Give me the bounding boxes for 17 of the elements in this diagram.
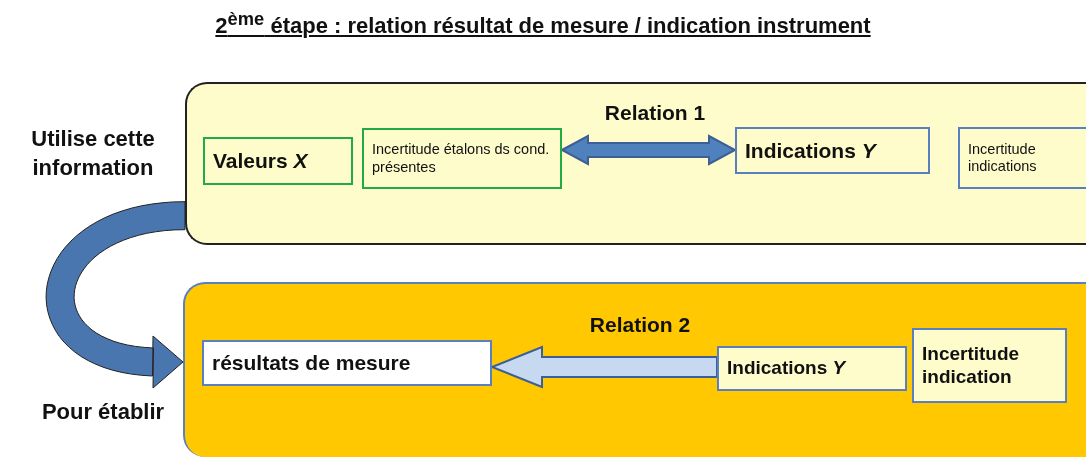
diagram-title: 2$^{ème}$ étape : relation résultat de mesure / indication instrument bbox=[214, 8, 872, 40]
edge-label: Relation 1 bbox=[603, 101, 707, 125]
panel-background bbox=[185, 82, 1086, 245]
arrow bbox=[45, 201, 186, 389]
double-arrow bbox=[559, 134, 738, 166]
text-box: Valeurs X bbox=[203, 137, 353, 185]
edge-label: Relation 2 bbox=[588, 313, 692, 337]
text-box: Indications Y bbox=[717, 346, 907, 391]
arrow bbox=[489, 345, 718, 389]
text-box: Indications Y bbox=[735, 127, 930, 174]
panel-background bbox=[183, 282, 1086, 457]
side-label: Pour établir bbox=[40, 398, 166, 426]
text-box: Incertitude indication bbox=[912, 328, 1067, 403]
text-box: résultats de mesure bbox=[202, 340, 492, 386]
side-label: Utilise cette information bbox=[30, 125, 156, 182]
text-box: Incertitude indications bbox=[958, 127, 1086, 189]
text-box: Incertitude étalons ds cond. présentes bbox=[362, 128, 562, 189]
